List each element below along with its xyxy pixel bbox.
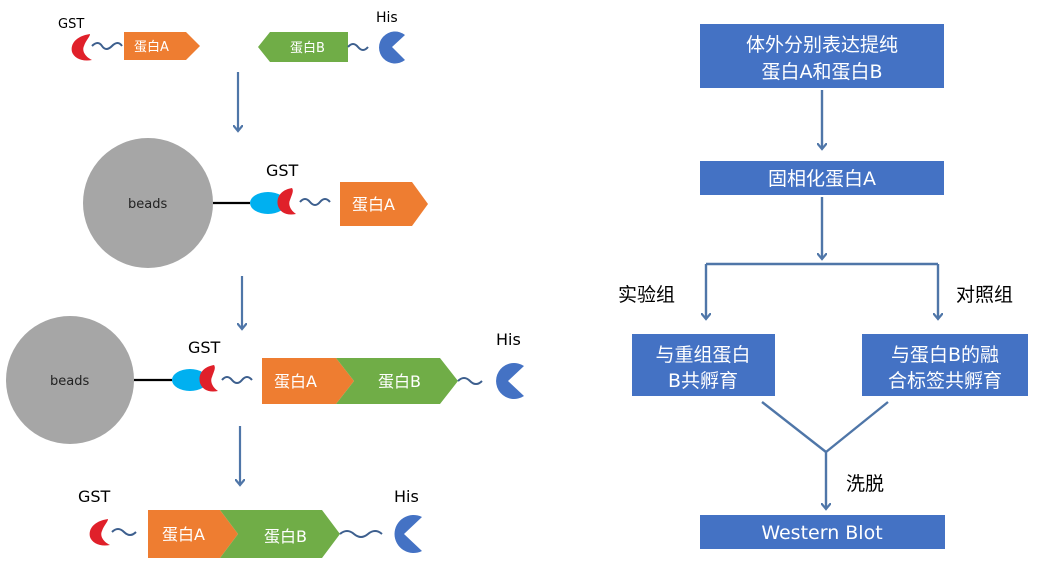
linker: [457, 377, 483, 385]
control-group-label: 对照组: [956, 284, 1013, 306]
linker: [91, 42, 123, 50]
gst-label: GST: [58, 17, 84, 32]
bead-shape: [6, 316, 134, 444]
step1-gst-protein-a: GST 蛋白A: [58, 17, 200, 61]
gst-tag-icon: [277, 188, 296, 215]
gst-binding-icon: [172, 369, 208, 391]
box-left-line1: 与重组蛋白: [655, 344, 750, 366]
linker: [221, 376, 253, 384]
protein-a-shape: [340, 182, 428, 226]
box-immobilize: [700, 161, 944, 195]
box-experimental: [632, 334, 775, 396]
protein-a-label: 蛋白A: [162, 525, 205, 544]
his-label: His: [394, 487, 419, 506]
flowchart: 体外分别表达提纯 蛋白A和蛋白B 固相化蛋白A 实验组 对照组 与重组蛋白 B共…: [618, 24, 1028, 549]
his-label: His: [376, 10, 398, 26]
his-tag-icon: [496, 363, 524, 400]
protein-a-label: 蛋白A: [352, 195, 395, 214]
protein-a-shape: [148, 510, 238, 558]
protein-b-shape: [336, 358, 458, 404]
gst-tag-icon: [199, 365, 218, 392]
protein-b-label: 蛋白B: [264, 527, 307, 546]
box-western-blot: [700, 515, 945, 549]
protein-b-shape: [258, 32, 348, 62]
protein-a-label: 蛋白A: [134, 39, 169, 55]
flow-merge: [761, 401, 827, 453]
gst-tag-icon: [89, 519, 110, 546]
flow-merge: [825, 401, 889, 453]
elution-label: 洗脱: [846, 473, 884, 495]
beads-label: beads: [50, 374, 89, 389]
box-left-line2: B共孵育: [668, 370, 738, 392]
gst-label: GST: [78, 487, 111, 506]
his-label: His: [496, 330, 521, 349]
linker: [299, 198, 331, 206]
beads-label: beads: [128, 197, 167, 212]
box-right-line2: 合标签共孵育: [888, 370, 1002, 392]
protein-b-label: 蛋白B: [378, 372, 421, 391]
step3-complex: beads GST 蛋白A 蛋白B His: [6, 316, 524, 444]
gst-binding-icon: [250, 192, 286, 214]
protein-b-shape: [220, 510, 340, 558]
his-tag-icon: [394, 515, 422, 553]
his-tag-icon: [379, 31, 405, 64]
gst-label: GST: [188, 338, 221, 357]
box2-label: 固相化蛋白A: [768, 168, 876, 190]
experimental-group-label: 实验组: [618, 284, 675, 306]
protein-b-label: 蛋白B: [290, 40, 325, 56]
box1-line1: 体外分别表达提纯: [746, 34, 898, 56]
protein-a-shape: [124, 32, 200, 60]
box1-line2: 蛋白A和蛋白B: [761, 61, 882, 83]
step4-eluted: GST 蛋白A 蛋白B His: [78, 487, 422, 558]
protein-a-shape: [262, 358, 354, 404]
gst-tag-icon: [71, 34, 92, 61]
step1-protein-b-his: 蛋白B His: [258, 10, 405, 64]
linker: [347, 43, 369, 51]
protein-a-label: 蛋白A: [274, 372, 317, 391]
box-express-purify: [700, 24, 944, 88]
bead-shape: [83, 138, 213, 268]
step2-immobilized: beads GST 蛋白A: [83, 138, 428, 268]
box-final-label: Western Blot: [761, 522, 882, 544]
box-control: [862, 334, 1028, 396]
gst-label: GST: [266, 161, 299, 180]
box-right-line1: 与蛋白B的融: [891, 344, 999, 366]
linker: [339, 530, 383, 538]
linker: [111, 528, 137, 536]
